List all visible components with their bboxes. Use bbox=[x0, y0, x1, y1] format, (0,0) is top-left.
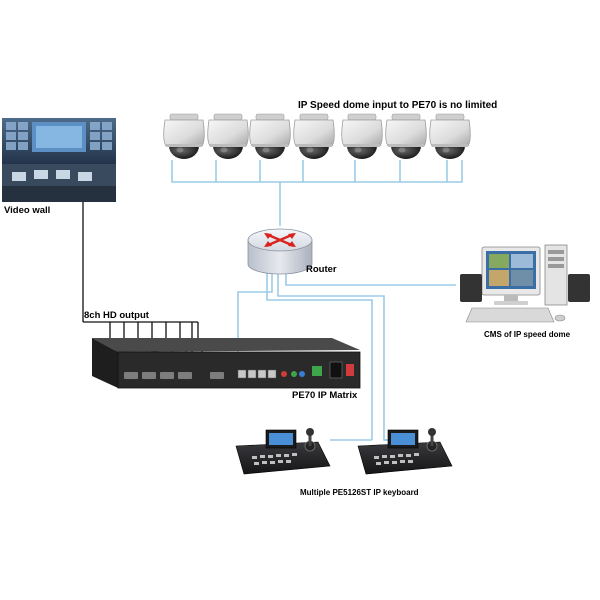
speed-dome-camera-icon bbox=[385, 113, 427, 160]
cms-computer-icon bbox=[460, 244, 590, 323]
router-to-keyboard-line bbox=[266, 272, 373, 440]
video-wall-photo bbox=[2, 118, 116, 202]
matrix-label: PE70 IP Matrix bbox=[292, 390, 358, 401]
router-label: Router bbox=[306, 264, 337, 275]
speed-dome-camera-icon bbox=[207, 113, 249, 160]
speed-dome-camera-icon bbox=[341, 113, 383, 160]
domes-title: IP Speed dome input to PE70 is no limite… bbox=[298, 100, 498, 111]
ip-keyboard-icon bbox=[357, 428, 453, 475]
router-to-cms-line bbox=[285, 272, 456, 286]
keyboard-label: Multiple PE5126ST IP keyboard bbox=[300, 488, 419, 497]
video-wall-label: Video wall bbox=[4, 205, 51, 216]
dome-camera-row bbox=[163, 113, 471, 160]
speed-dome-camera-icon bbox=[293, 113, 335, 160]
speed-dome-camera-icon bbox=[249, 113, 291, 160]
speed-dome-camera-icon bbox=[429, 113, 471, 160]
ip-keyboard-icon bbox=[235, 428, 331, 475]
cms-label: CMS of IP speed dome bbox=[484, 330, 571, 339]
router-to-matrix-line bbox=[237, 272, 273, 372]
ip-matrix-device-icon bbox=[92, 338, 361, 389]
speed-dome-camera-icon bbox=[163, 113, 205, 160]
dome-bus-line bbox=[171, 160, 463, 183]
router-icon bbox=[247, 228, 313, 275]
hd-output-label: 8ch HD output bbox=[84, 310, 149, 321]
